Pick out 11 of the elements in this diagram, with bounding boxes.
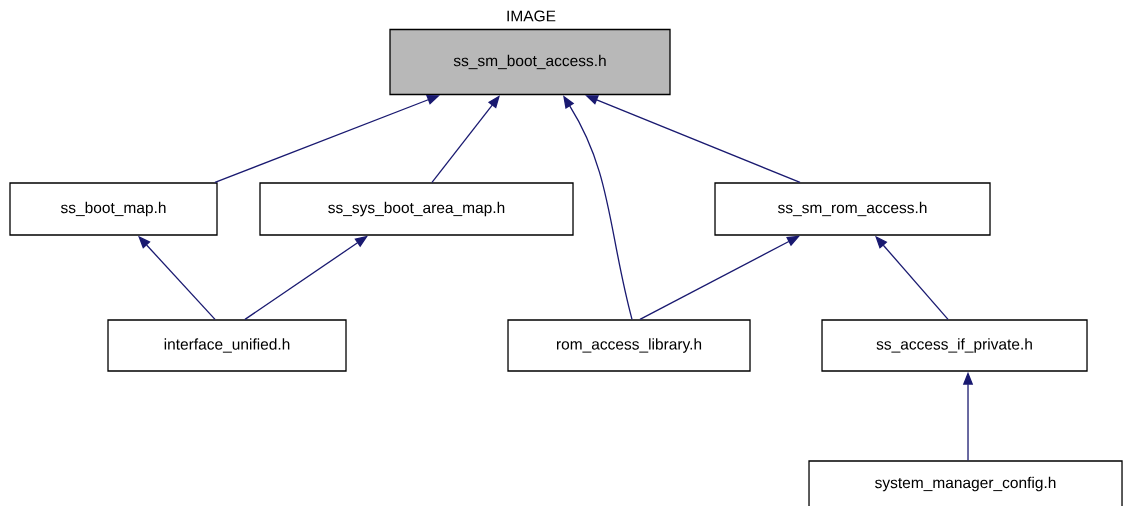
file-box: system_manager_config.h <box>808 460 1123 506</box>
diagram-title: IMAGE <box>507 10 556 22</box>
file-box: rom_access_library.h <box>507 319 751 372</box>
file-box: ss_sm_boot_access.h <box>389 28 671 96</box>
file-box: ss_access_if_private.h <box>821 319 1088 372</box>
file-box: ss_sm_rom_access.h <box>714 182 991 236</box>
arrow <box>431 95 500 183</box>
file-box: ss_boot_map.h <box>9 182 218 236</box>
arrow <box>639 235 800 320</box>
file-box: ss_sys_boot_area_map.h <box>259 182 574 236</box>
file-box: interface_unified.h <box>107 319 347 372</box>
